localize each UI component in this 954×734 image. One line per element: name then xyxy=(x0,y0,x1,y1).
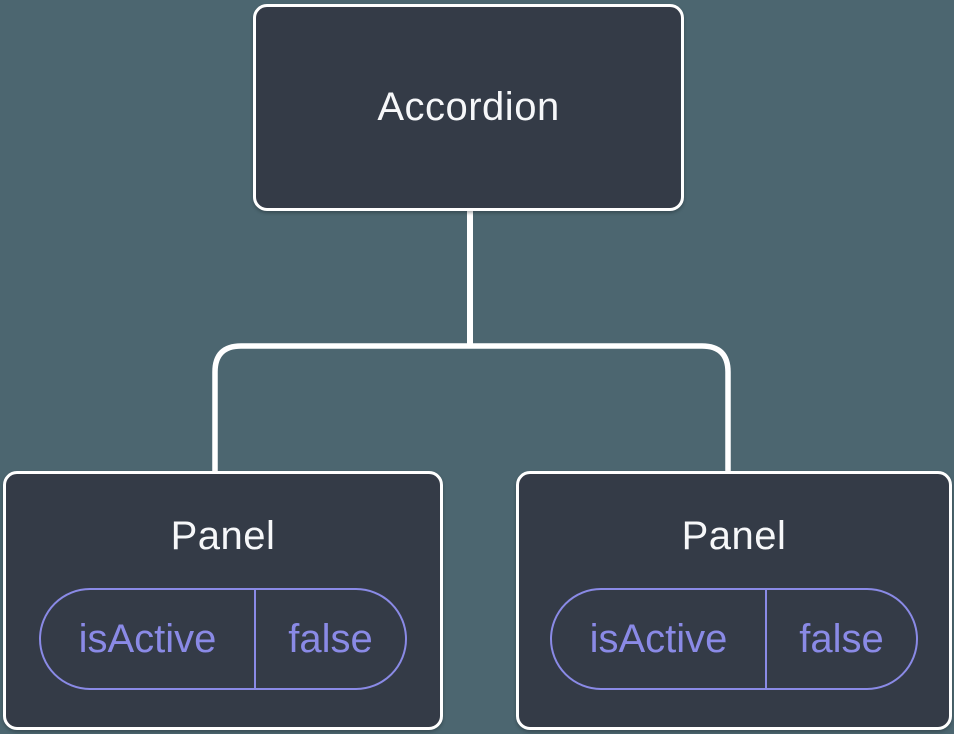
panel-left-label: Panel xyxy=(170,514,276,558)
state-value: false xyxy=(288,616,373,661)
state-key: isActive xyxy=(41,590,256,688)
state-key: isActive xyxy=(552,590,767,688)
connector-bracket xyxy=(212,343,731,472)
panel-left-state-pill: isActive false xyxy=(39,588,407,690)
panel-right-label: Panel xyxy=(681,514,787,558)
panel-right-state-pill: isActive false xyxy=(550,588,918,690)
accordion-label: Accordion xyxy=(377,85,560,129)
state-value: false xyxy=(799,616,884,661)
node-accordion: Accordion xyxy=(253,4,684,211)
node-panel-left: Panel isActive false xyxy=(3,471,443,730)
node-panel-right: Panel isActive false xyxy=(516,471,952,730)
